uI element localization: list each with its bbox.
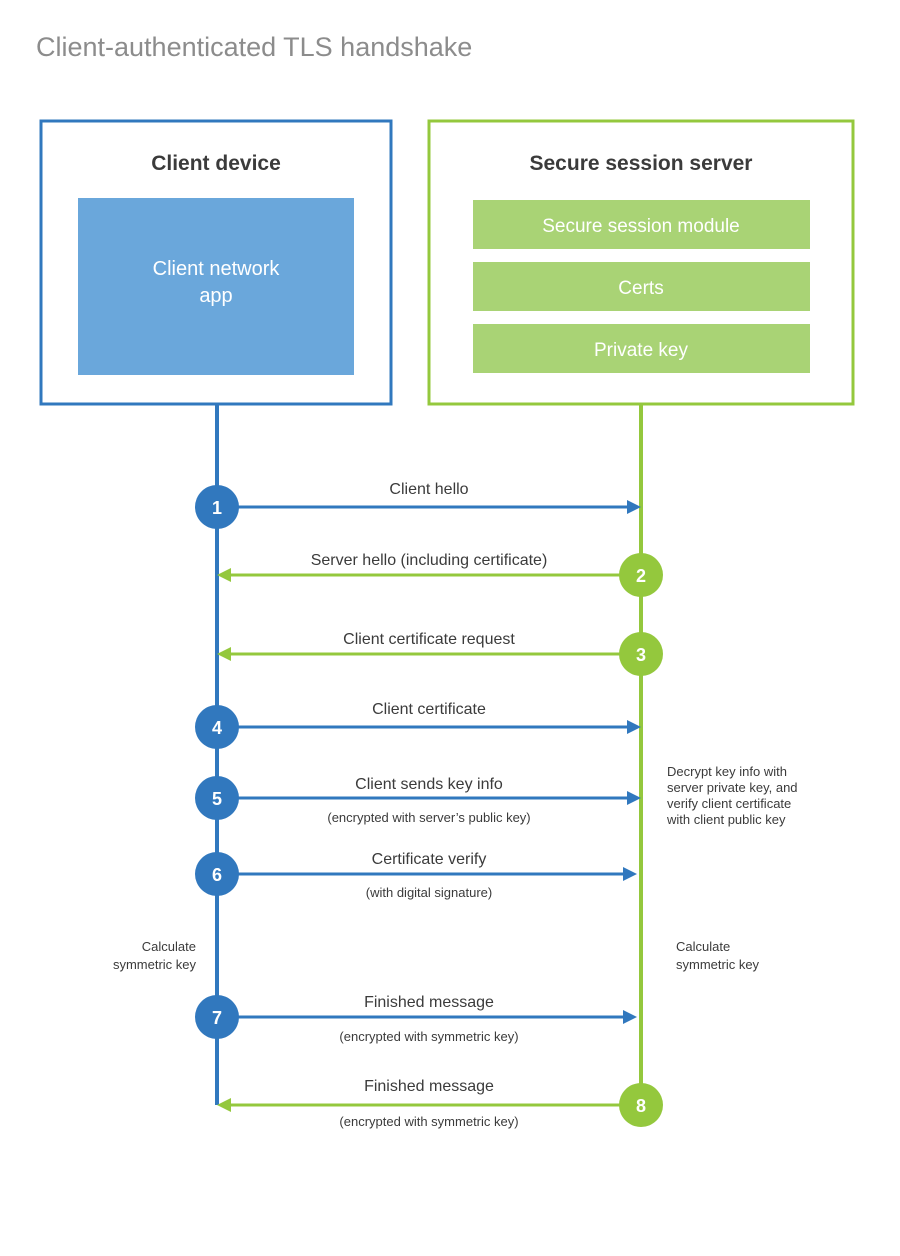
client-calculate-note-line-0: Calculate — [142, 939, 196, 954]
message-arrow-head-5 — [627, 791, 641, 805]
step-badge-6 — [195, 852, 239, 896]
message-arrow-head-7 — [623, 1010, 637, 1024]
message-label-1: Client hello — [389, 481, 468, 498]
client-calculate-note: Calculate symmetric key — [113, 939, 197, 972]
server-decrypt-note: Decrypt key info with server private key… — [666, 764, 798, 827]
message-row-3: Client certificate request 3 — [217, 631, 663, 676]
message-label-5: Client sends key info — [355, 776, 503, 793]
message-sublabel-8: (encrypted with symmetric key) — [339, 1114, 518, 1129]
server-decrypt-note-line-0: Decrypt key info with — [667, 764, 787, 779]
message-row-1: Client hello 1 — [195, 481, 641, 529]
server-calculate-note-line-1: symmetric key — [676, 957, 760, 972]
message-label-8: Finished message — [364, 1078, 494, 1095]
message-label-6: Certificate verify — [372, 851, 487, 868]
client-network-app-label-line2: app — [199, 285, 232, 307]
server-calculate-note: Calculate symmetric key — [676, 939, 760, 972]
server-decrypt-note-line-1: server private key, and — [667, 780, 798, 795]
server-component-label-0: Secure session module — [542, 216, 740, 237]
client-network-app-block — [78, 198, 354, 375]
step-badge-5 — [195, 776, 239, 820]
step-badge-number-7: 7 — [212, 1008, 222, 1028]
step-badge-1 — [195, 485, 239, 529]
message-arrow-head-8 — [217, 1098, 231, 1112]
step-badge-3 — [619, 632, 663, 676]
step-badge-number-5: 5 — [212, 789, 222, 809]
step-badge-number-3: 3 — [636, 645, 646, 665]
server-decrypt-note-line-2: verify client certificate — [667, 796, 791, 811]
page-title: Client-authenticated TLS handshake — [36, 32, 472, 62]
message-row-5: Client sends key info (encrypted with se… — [195, 776, 641, 825]
step-badge-8 — [619, 1083, 663, 1127]
secure-session-server-box: Secure session server Secure session mod… — [427, 119, 855, 406]
server-component-certs — [473, 262, 810, 311]
step-badge-number-1: 1 — [212, 498, 222, 518]
message-label-4: Client certificate — [372, 701, 486, 718]
message-row-6: Certificate verify (with digital signatu… — [195, 851, 637, 900]
step-badge-number-2: 2 — [636, 566, 646, 586]
message-sublabel-7: (encrypted with symmetric key) — [339, 1029, 518, 1044]
server-component-secure-session-module — [473, 200, 810, 249]
message-sublabel-5: (encrypted with server’s public key) — [327, 810, 530, 825]
step-badge-4 — [195, 705, 239, 749]
server-component-private-key — [473, 324, 810, 373]
step-badge-number-4: 4 — [212, 718, 222, 738]
message-arrow-head-3 — [217, 647, 231, 661]
message-row-2: Server hello (including certificate) 2 — [217, 552, 663, 597]
message-sublabel-6: (with digital signature) — [366, 885, 492, 900]
message-row-8: Finished message (encrypted with symmetr… — [217, 1078, 663, 1129]
server-box-title: Secure session server — [530, 152, 753, 175]
step-badge-number-8: 8 — [636, 1096, 646, 1116]
step-badge-2 — [619, 553, 663, 597]
step-badge-7 — [195, 995, 239, 1039]
server-calculate-note-line-0: Calculate — [676, 939, 730, 954]
step-badge-number-6: 6 — [212, 865, 222, 885]
client-device-box: Client device Client network app — [39, 119, 393, 406]
client-calculate-note-line-1: symmetric key — [113, 957, 197, 972]
message-label-3: Client certificate request — [343, 631, 515, 648]
client-network-app-label-line1: Client network — [153, 258, 281, 280]
message-arrow-head-4 — [627, 720, 641, 734]
message-arrow-head-2 — [217, 568, 231, 582]
message-arrow-head-6 — [623, 867, 637, 881]
server-component-label-1: Certs — [618, 278, 663, 299]
message-label-7: Finished message — [364, 994, 494, 1011]
message-label-2: Server hello (including certificate) — [311, 552, 548, 569]
server-decrypt-note-line-3: with client public key — [666, 812, 786, 827]
message-row-7: Finished message (encrypted with symmetr… — [195, 994, 637, 1044]
client-box-title: Client device — [151, 152, 281, 175]
message-row-4: Client certificate 4 — [195, 701, 641, 749]
server-component-label-2: Private key — [594, 340, 688, 361]
message-arrow-head-1 — [627, 500, 641, 514]
